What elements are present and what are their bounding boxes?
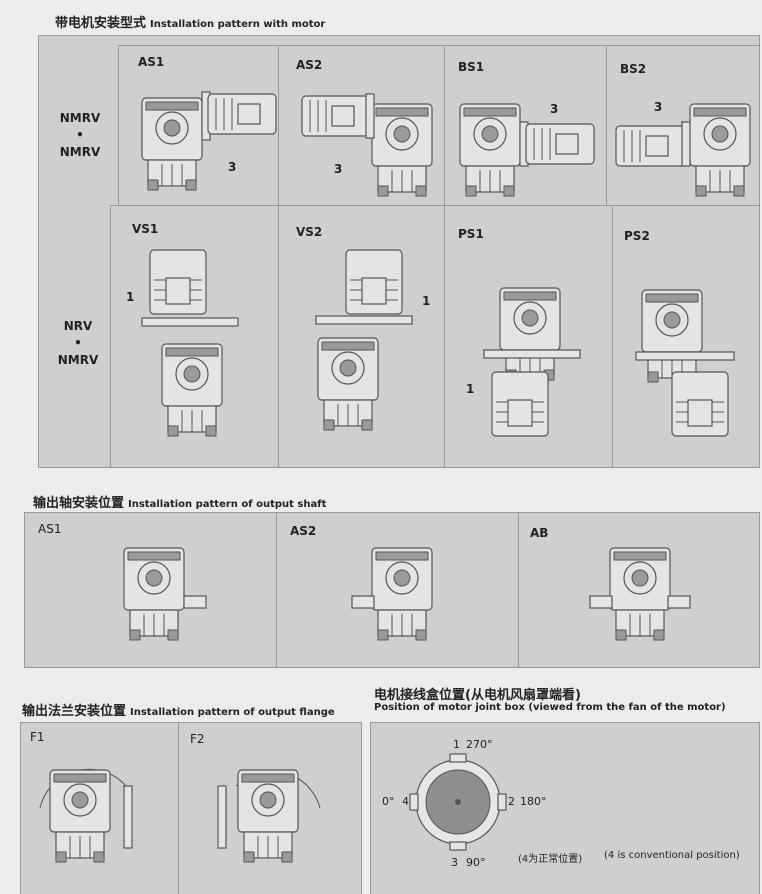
- label-ps2: PS2: [624, 229, 650, 243]
- cell-as2-shaft: [276, 512, 518, 668]
- label-as2-shaft: AS2: [290, 524, 317, 538]
- joint-box-left: [409, 793, 419, 811]
- deg-right: 180°: [520, 795, 547, 808]
- number-as2: 3: [334, 162, 343, 176]
- row1-label-line1: NMRV: [59, 111, 101, 125]
- row2-label-line1: NRV: [63, 319, 93, 333]
- joint-box-note-cn: (4为正常位置): [518, 854, 583, 865]
- cell-ab-shaft: [518, 512, 760, 668]
- cell-vs1-motor: [110, 205, 278, 467]
- label-bs1: BS1: [458, 60, 485, 74]
- joint-box-note-en: (4 is conventional position): [604, 850, 740, 861]
- row2-label: NRV • NMRV: [38, 318, 118, 369]
- pos-right: 2: [508, 795, 515, 808]
- row1-label: NMRV • NMRV: [40, 110, 120, 161]
- label-as1: AS1: [138, 55, 165, 69]
- row1-label-line2: NMRV: [59, 145, 101, 159]
- label-vs2: VS2: [296, 225, 323, 239]
- cell-as2-motor: [278, 45, 444, 205]
- deg-bottom: 90°: [466, 856, 486, 869]
- number-as1: 3: [228, 160, 237, 174]
- number-ps1: 1: [466, 382, 475, 396]
- pos-left: 4: [402, 795, 409, 808]
- flange-section-title-en: Installation pattern of output flange: [130, 707, 335, 718]
- label-f1: F1: [30, 730, 45, 744]
- label-bs2: BS2: [620, 62, 647, 76]
- number-vs2: 1: [422, 294, 431, 308]
- row1-label-dot: •: [76, 128, 84, 142]
- label-ab-shaft: AB: [530, 526, 549, 540]
- deg-top: 270°: [466, 738, 493, 751]
- shaft-section-title-en: Installation pattern of output shaft: [128, 499, 327, 510]
- label-ps1: PS1: [458, 227, 484, 241]
- cell-f2-flange: [178, 722, 362, 894]
- joint-box-bottom: [449, 841, 467, 851]
- pos-bottom: 3: [451, 856, 458, 869]
- joint-box-right: [497, 793, 507, 811]
- number-bs1: 3: [550, 102, 559, 116]
- cell-bs1-motor: [444, 45, 606, 205]
- cell-bs2-motor: [606, 45, 760, 205]
- flange-section-title-cn: 输出法兰安装位置: [22, 704, 127, 719]
- cell-ps2-motor: [612, 205, 760, 467]
- row2-label-dot: •: [74, 336, 82, 350]
- label-as1-shaft: AS1: [38, 522, 62, 536]
- label-f2: F2: [190, 732, 205, 746]
- deg-left: 0°: [382, 795, 395, 808]
- label-vs1: VS1: [132, 222, 159, 236]
- row2-label-line2: NMRV: [57, 353, 99, 367]
- number-bs2: 3: [654, 100, 663, 114]
- number-vs1: 1: [126, 290, 135, 304]
- joint-box-top: [449, 753, 467, 763]
- cell-as1-motor: [118, 45, 278, 205]
- cell-ps1-motor: [444, 205, 612, 467]
- pos-top: 1: [453, 738, 460, 751]
- motor-section-title-en: Installation pattern with motor: [150, 19, 326, 30]
- shaft-section-title-cn: 输出轴安装位置: [33, 496, 125, 511]
- label-as2: AS2: [296, 58, 323, 72]
- joint-box-title-en: Position of motor joint box (viewed from…: [374, 702, 726, 713]
- motor-section-title-cn: 带电机安装型式: [55, 16, 147, 31]
- joint-box-title-cn: 电机接线盒位置(从电机风扇罩端看): [374, 688, 581, 703]
- cell-vs2-motor: [278, 205, 444, 467]
